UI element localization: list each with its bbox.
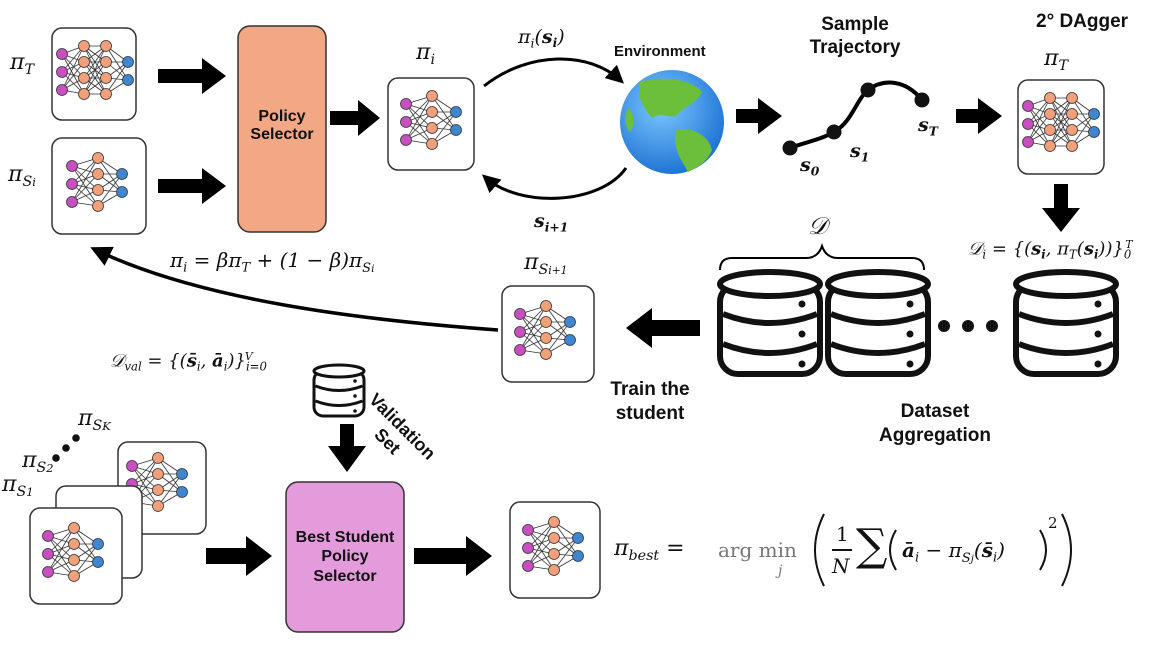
dataset-symbol: 𝒟 bbox=[808, 212, 828, 240]
next-student-policy-label: πSi+1 bbox=[524, 250, 568, 278]
student-1-network-icon bbox=[29, 507, 123, 605]
globe-icon bbox=[620, 70, 724, 174]
mixed-policy-label: πi bbox=[416, 40, 436, 68]
state-s1-label: s1 bbox=[850, 140, 870, 165]
arrow-dataset-to-train bbox=[626, 308, 700, 348]
argmin-operator: arg min bbox=[718, 538, 797, 562]
dagger-label: 2° DAgger bbox=[1036, 11, 1129, 32]
dataset-brace bbox=[719, 242, 925, 271]
best-network-icon bbox=[509, 501, 601, 599]
arrow-teacher-to-dataset bbox=[1042, 184, 1080, 232]
mixed-policy-network-icon bbox=[387, 77, 475, 171]
residual-expression: āi − πSj(s̄i) bbox=[902, 538, 1005, 566]
student-k-policy-label: πSK bbox=[78, 406, 111, 434]
student-2-policy-label: πS2 bbox=[22, 448, 54, 476]
environment-label: Environment bbox=[614, 43, 706, 60]
dataset-aggregation-label: Dataset Aggregation bbox=[879, 401, 991, 446]
best-selector-label: Best Student Policy Selector bbox=[295, 529, 395, 585]
database-icon bbox=[720, 272, 820, 374]
student-ellipsis-dots bbox=[52, 434, 80, 462]
sum-symbol: ∑ bbox=[856, 520, 888, 571]
arrow-teacher-to-selector bbox=[158, 58, 226, 94]
arrow-selector-to-mixed bbox=[330, 100, 380, 136]
state-s0-label: s0 bbox=[800, 154, 820, 179]
teacher-network-icon bbox=[51, 27, 137, 121]
student-1-policy-label: πS1 bbox=[2, 472, 34, 500]
arrow-env-to-trajectory bbox=[736, 98, 782, 134]
argmin-formula-graphics bbox=[814, 513, 1072, 587]
validation-equation: 𝒟val = {(s̄i, āi)}i=0V bbox=[110, 350, 267, 374]
trajectory-icon bbox=[782, 80, 930, 156]
arrow-validation-to-best bbox=[328, 424, 366, 472]
arrow-students-to-best bbox=[206, 536, 272, 576]
sample-trajectory-label: Sample Trajectory bbox=[809, 14, 901, 58]
teacher-right-network-icon bbox=[1017, 79, 1105, 175]
policy-selector-label: Policy Selector bbox=[250, 108, 314, 143]
teacher-policy-label: πT bbox=[10, 50, 35, 78]
database-icon bbox=[828, 272, 928, 374]
mixing-equation: πi = βπT + (1 − β)πSi bbox=[170, 248, 375, 276]
next-student-network-icon bbox=[501, 285, 595, 383]
student-network-icon bbox=[51, 137, 147, 235]
fraction-numerator: 1 bbox=[836, 522, 849, 546]
ellipsis-dots bbox=[938, 320, 998, 332]
square-exponent: 2 bbox=[1048, 514, 1058, 532]
arrow-best-to-network bbox=[414, 536, 492, 576]
dataset-i-equation: 𝒟i = {(si, πT(si))}0T bbox=[968, 238, 1133, 262]
policy-selector-box bbox=[237, 25, 327, 233]
state-sT-label: sT bbox=[918, 114, 938, 139]
action-arrow-label: πi(si) bbox=[518, 26, 565, 51]
next-state-label: si+1 bbox=[534, 210, 569, 235]
train-student-label: Train the student bbox=[610, 379, 690, 424]
arrow-env-to-policy bbox=[481, 167, 628, 200]
student-policy-label: πSi bbox=[8, 162, 36, 190]
database-icon bbox=[1016, 272, 1116, 374]
arrow-trajectory-to-teacher bbox=[956, 98, 1002, 134]
argmin-subscript: j bbox=[778, 563, 783, 579]
fraction-denominator: N bbox=[832, 554, 850, 578]
arrow-next-student-to-student bbox=[90, 246, 499, 332]
teacher-right-policy-label: πT bbox=[1044, 46, 1069, 74]
best-selector-box bbox=[285, 481, 405, 633]
arrow-action-to-env bbox=[483, 57, 624, 88]
arrow-student-to-selector bbox=[158, 168, 226, 204]
best-policy-label: πbest = bbox=[614, 536, 685, 564]
